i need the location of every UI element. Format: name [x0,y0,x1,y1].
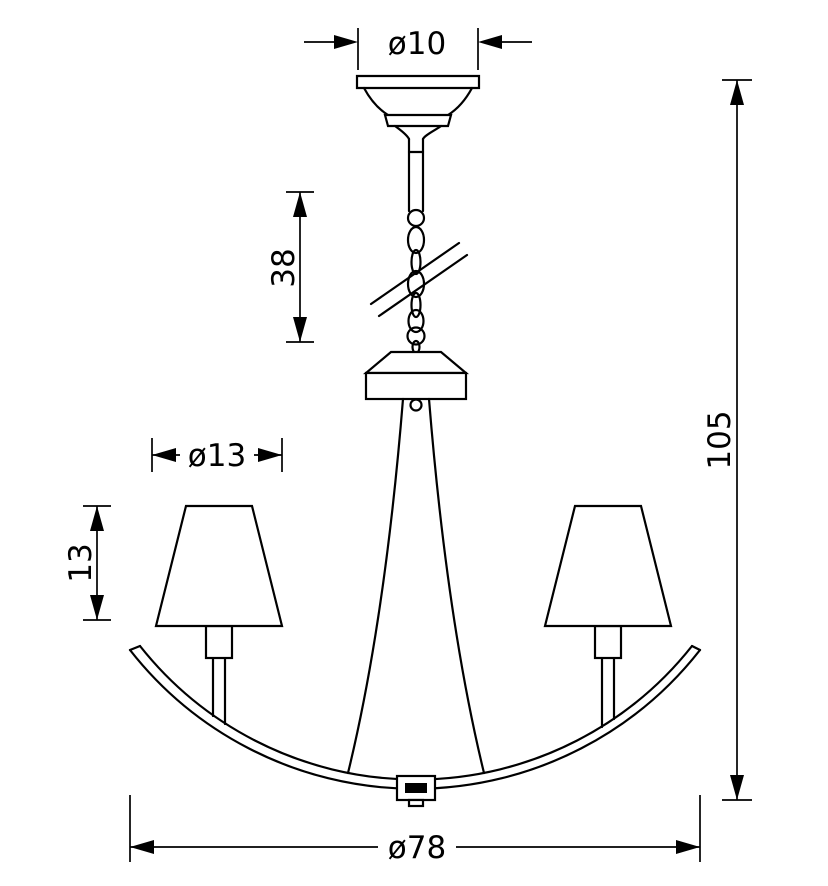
canopy-top-slab [355,74,481,90]
arrow-down-icon [730,775,744,800]
arc-tip-right [690,644,702,652]
dim-total-width: ø78 [129,795,701,866]
dim-label-chain-length: 38 [266,248,302,287]
ceiling-canopy [355,74,481,141]
canopy-neck-left [393,124,411,141]
hanging-rod [407,137,425,213]
canopy-bell-left [362,86,390,117]
arrow-right-icon [676,840,700,854]
fixture-drawing [128,74,702,808]
lamp-shade [154,504,284,628]
hub-knob [409,398,423,412]
dim-label-shade-height: 13 [63,543,99,582]
dim-label-total-height: 105 [702,410,738,469]
dim-chain-length: 38 [266,191,314,343]
stem-curve-left [346,397,405,775]
chain-link [406,225,426,255]
arrow-down-icon [293,317,307,342]
finial-nub [407,798,425,808]
candle-sleeve [204,624,234,660]
arrow-left-icon [152,448,176,462]
finial-band [405,783,427,793]
dim-label-shade-diameter: ø13 [188,438,246,474]
arrow-left-icon [130,840,154,854]
arrow-down-icon [90,595,104,620]
candle-sleeve [593,624,623,660]
arrow-up-icon [293,192,307,217]
dim-shade-diameter: ø13 [151,438,283,474]
arc-inner [138,644,694,781]
hub-body [364,371,468,401]
arrow-up-icon [730,80,744,105]
dim-label-total-width: ø78 [388,830,446,866]
chain-ring-top [406,208,426,228]
bottom-finial [395,774,437,808]
chain-link [407,308,425,334]
chain-ring-bottom [406,326,426,346]
canopy-bell-right [446,86,474,117]
dim-label-canopy-diameter: ø10 [388,26,446,62]
lamp-shade [543,504,673,628]
arrow-right-icon [334,35,358,49]
arrow-right-icon [258,448,282,462]
chain [369,208,469,355]
canopy-flange [383,113,453,128]
arrow-left-icon [478,35,502,49]
break-mark [369,241,461,306]
right-lamp [543,504,673,729]
break-mark [377,253,469,318]
stem-curve-right [427,397,486,775]
dim-total-height: 105 [702,79,752,801]
left-lamp [154,504,284,726]
chain-link [410,291,422,319]
dim-shade-height: 13 [63,505,111,621]
arrow-up-icon [90,506,104,531]
dimensions: ø10 38 ø13 [63,26,752,866]
arc-tip-left [128,644,142,652]
hub-cone [362,350,470,375]
hub [362,350,470,412]
dim-canopy-diameter: ø10 [304,26,532,70]
chain-break-marks [369,241,469,318]
canopy-neck-right [421,124,443,141]
